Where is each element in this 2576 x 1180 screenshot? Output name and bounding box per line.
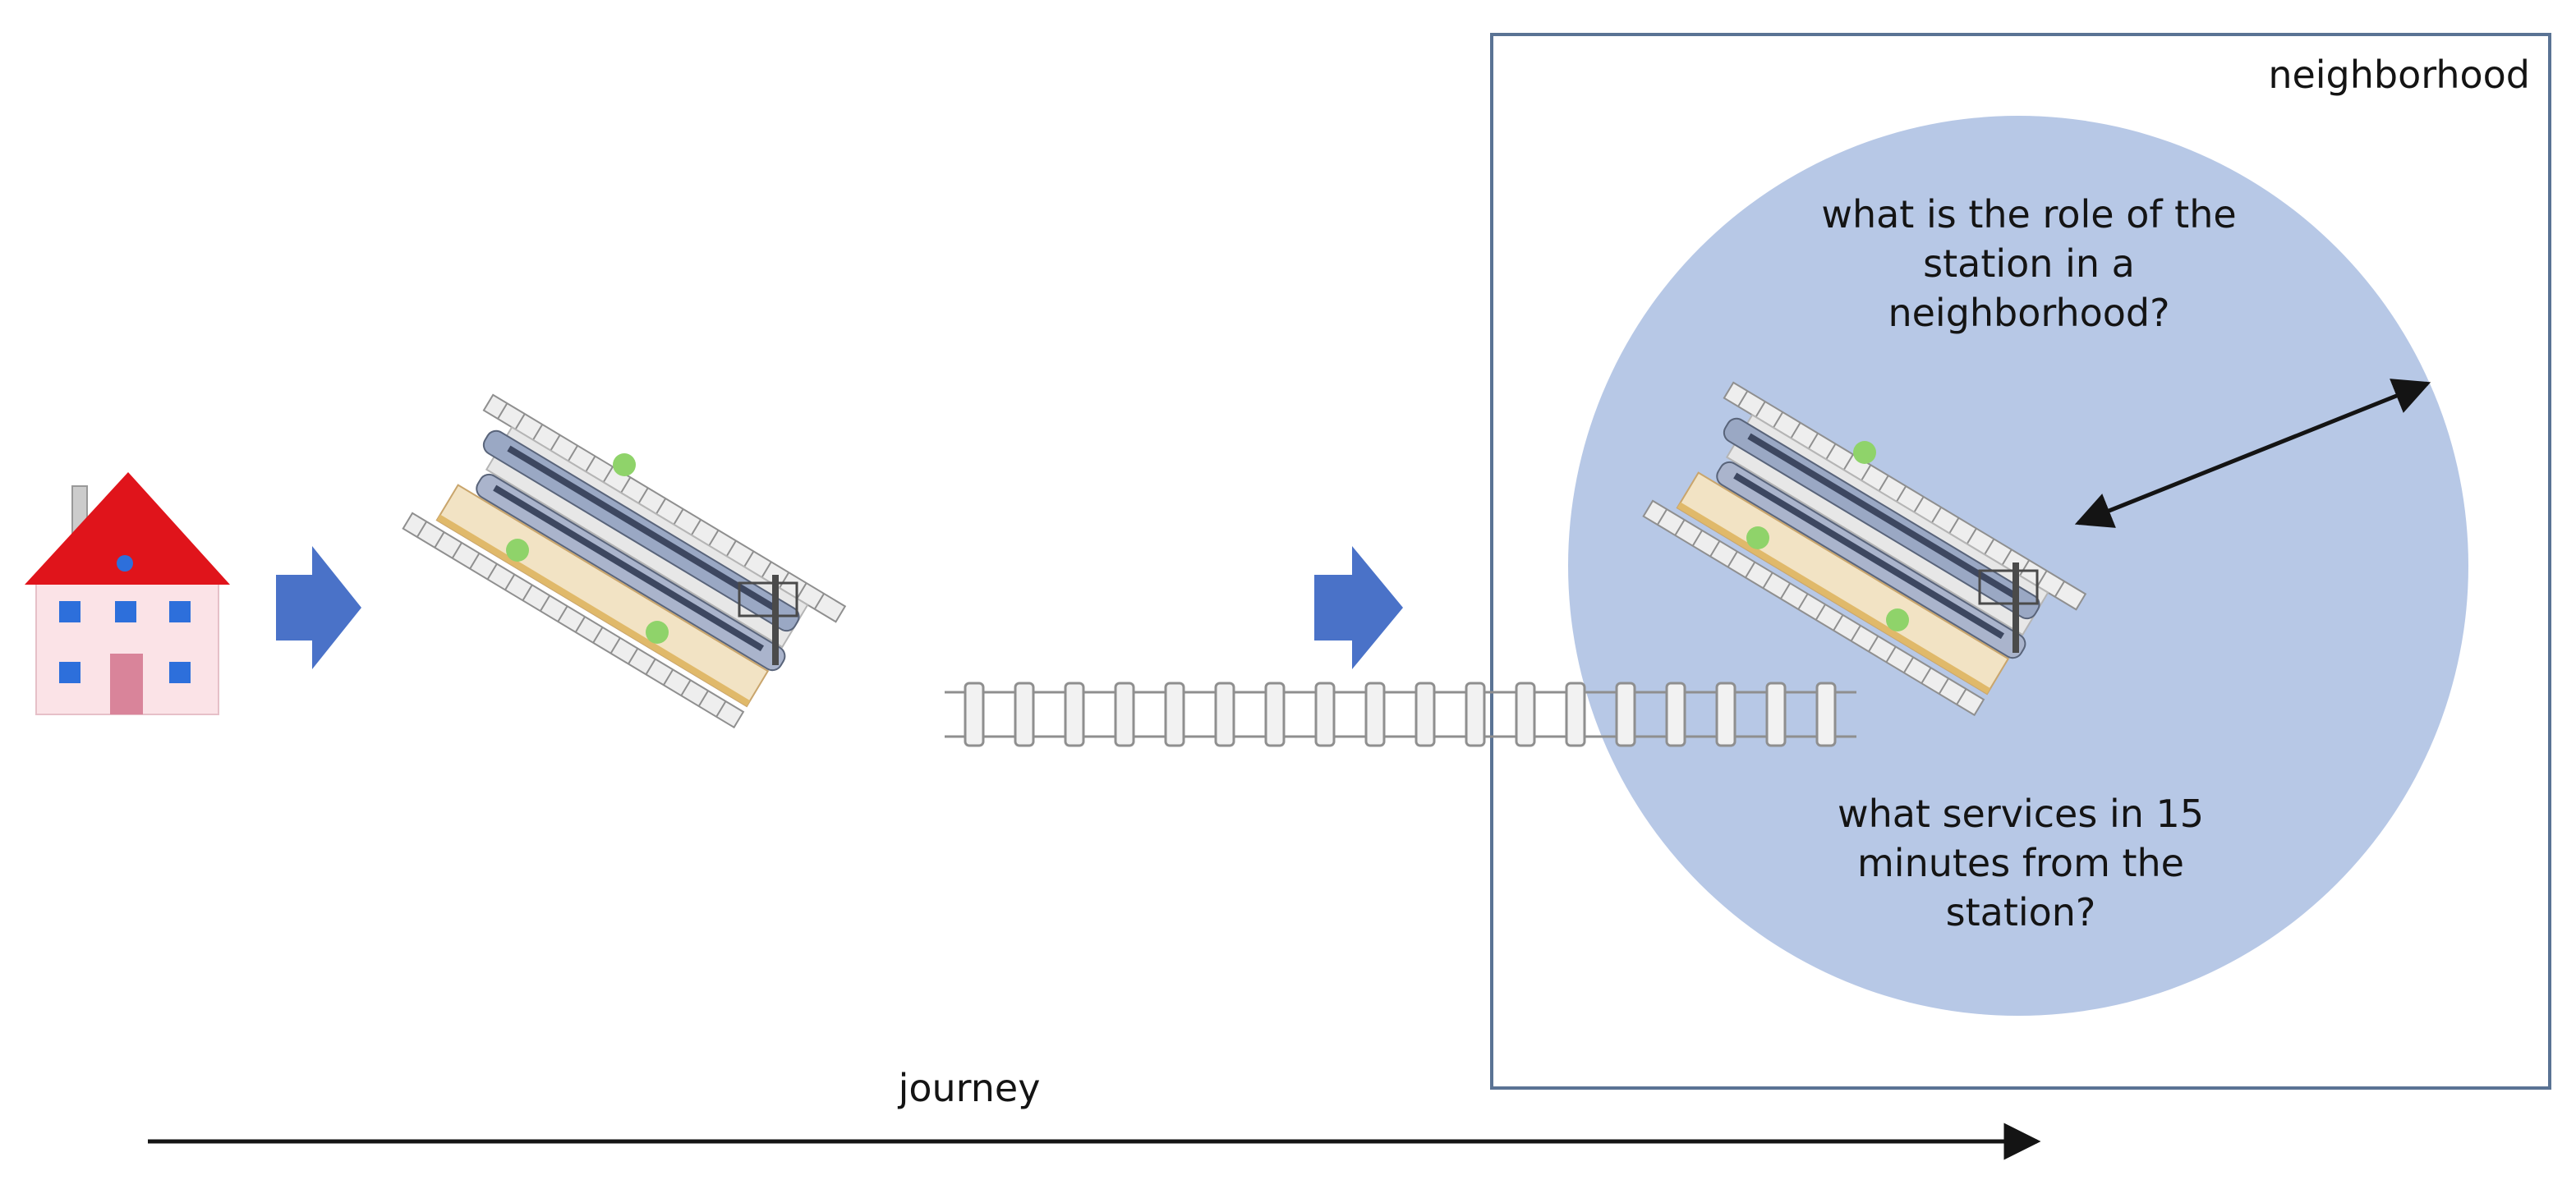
neighborhood-box bbox=[1490, 33, 2551, 1090]
services-question-line: minutes from the bbox=[1857, 840, 2184, 885]
role-question-line: what is the role of the bbox=[1821, 192, 2237, 236]
services-question-line: station? bbox=[1945, 889, 2096, 934]
role-question-line: station in a bbox=[1923, 241, 2135, 286]
neighborhood-label: neighborhood bbox=[2268, 53, 2530, 97]
services-question-line: what services in 15 bbox=[1837, 792, 2205, 836]
forward-arrow-icon bbox=[276, 546, 361, 669]
train-station-icon bbox=[402, 389, 847, 746]
double-headed-arrow-icon bbox=[2074, 379, 2431, 528]
services-question: what services in 15 minutes from the sta… bbox=[1733, 790, 2308, 937]
role-question: what is the role of the station in a nei… bbox=[1725, 191, 2333, 337]
house-icon bbox=[25, 472, 230, 715]
role-question-line: neighborhood? bbox=[1888, 290, 2170, 335]
journey-label: journey bbox=[898, 1066, 1041, 1110]
forward-arrow-icon bbox=[1314, 546, 1403, 669]
railway-track-icon bbox=[945, 682, 1856, 747]
